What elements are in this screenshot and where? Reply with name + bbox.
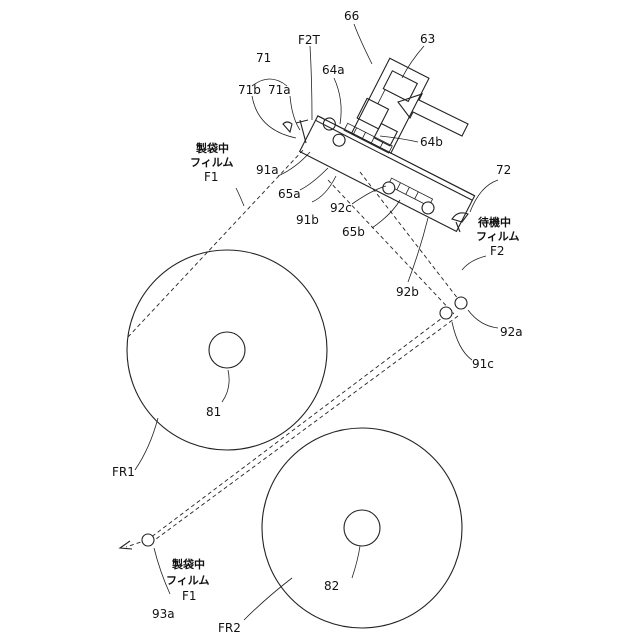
label-71b: 71b	[238, 83, 261, 97]
roller-91b	[331, 132, 347, 148]
label-bagmaking-film-bottom-2: フィルム	[166, 574, 210, 587]
label-f2: F2	[490, 244, 505, 258]
label-82: 82	[324, 579, 339, 593]
label-64a: 64a	[322, 63, 345, 77]
label-81: 81	[206, 405, 221, 419]
label-bagmaking-film-top-1: 製袋中	[195, 141, 229, 155]
label-bagmaking-film-bottom-1: 製袋中	[171, 557, 205, 571]
label-91c: 91c	[472, 357, 494, 371]
label-92b: 92b	[396, 285, 419, 299]
film-roll-fr2	[262, 428, 462, 628]
label-fr1: FR1	[112, 465, 135, 479]
label-92c: 92c	[330, 201, 352, 215]
label-fr2: FR2	[218, 621, 241, 635]
label-71a: 71a	[268, 83, 291, 97]
roll-core-82	[344, 510, 380, 546]
cutter-71	[283, 120, 308, 143]
label-92a: 92a	[500, 325, 523, 339]
label-f1-bottom: F1	[182, 589, 197, 603]
label-64b: 64b	[420, 135, 443, 149]
label-65b: 65b	[342, 225, 365, 239]
roller-93a	[142, 534, 154, 546]
label-66: 66	[344, 9, 359, 23]
label-bagmaking-film-top-2: フィルム	[190, 156, 234, 169]
roller-92a	[455, 297, 467, 309]
cutter-rod-71a	[300, 120, 306, 143]
cutter-72	[452, 213, 468, 232]
roll-core-81	[209, 332, 245, 368]
label-72: 72	[496, 163, 511, 177]
label-91a: 91a	[256, 163, 279, 177]
roller-91c	[440, 307, 452, 319]
label-standby-film-2: フィルム	[476, 230, 520, 243]
label-91b: 91b	[296, 213, 319, 227]
label-standby-film-1: 待機中	[477, 215, 511, 229]
label-71: 71	[256, 51, 271, 65]
label-f1-top: F1	[204, 170, 219, 184]
cutter-blade-71b	[283, 122, 292, 132]
unit-base-plate	[300, 116, 475, 232]
label-f2t: F2T	[298, 33, 321, 47]
label-63: 63	[420, 32, 435, 46]
film-exit-arrow-icon	[120, 541, 132, 549]
label-65a: 65a	[278, 187, 301, 201]
label-93a: 93a	[152, 607, 175, 621]
film-roll-fr1	[127, 250, 327, 450]
